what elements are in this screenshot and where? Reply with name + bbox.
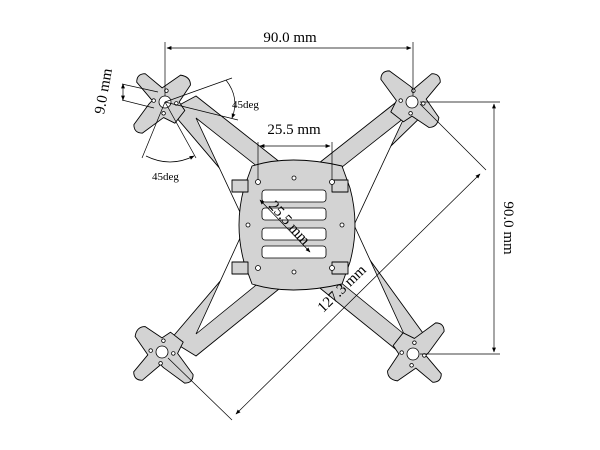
dim-side-height: 90.0 mm [420,101,516,355]
dim-top-width: 90.0 mm [164,30,414,96]
dim-center-width-label: 25.5 mm [267,122,321,138]
dim-top-width-label: 90.0 mm [263,30,317,46]
angle-annotations: 45deg 45deg [141,77,259,183]
dim-side-height-label: 90.0 mm [500,201,516,255]
dim-center-width: 25.5 mm [257,122,333,180]
angle-lower-label: 45deg [152,171,179,183]
angle-upper-label: 45deg [232,99,259,111]
dim-motor-mount: 9.0 mm [92,67,159,115]
dim-motor-mount-label: 9.0 mm [92,67,116,115]
